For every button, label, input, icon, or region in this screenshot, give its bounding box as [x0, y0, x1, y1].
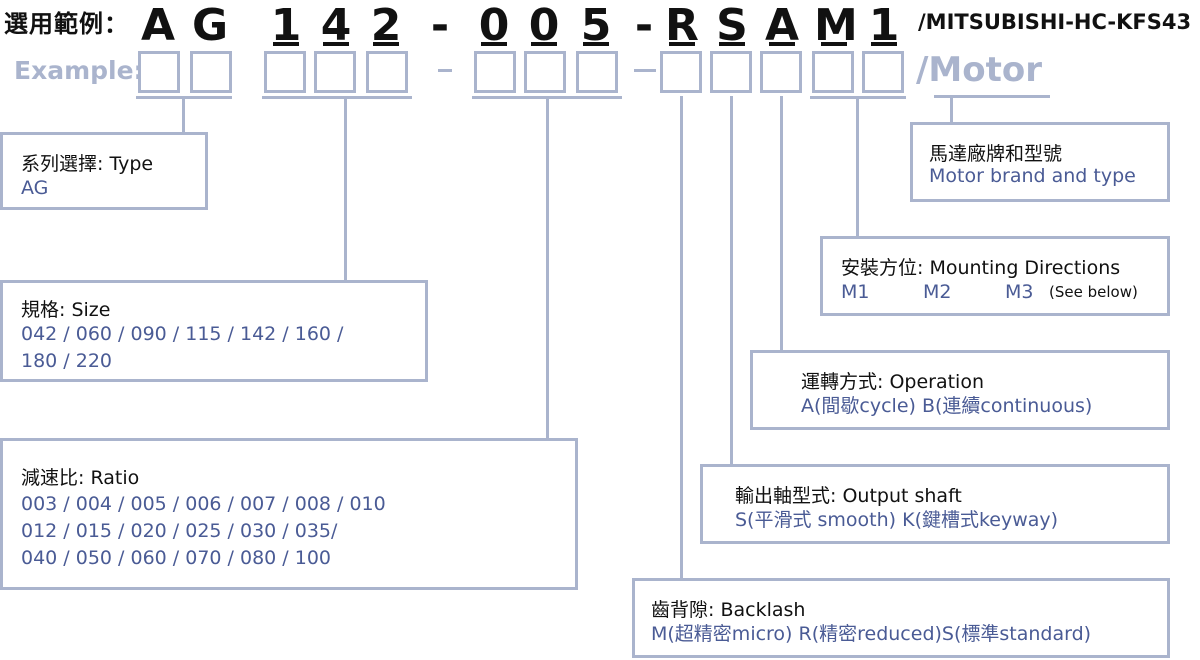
box-size-title: 規格: Size — [21, 299, 111, 321]
code-char-mounting-2: 1 — [868, 0, 900, 51]
example-box-mounting-1 — [812, 51, 854, 93]
connector-ratio — [546, 96, 549, 440]
box-ratio-title: 減速比: Ratio — [21, 467, 140, 489]
code-dash-2: - — [634, 0, 654, 51]
code-char-operation: A — [764, 0, 800, 51]
connector-operation — [780, 96, 783, 352]
box-mounting: 安裝方位: Mounting Directions M1 M2 M3 (See … — [820, 236, 1170, 316]
example-box-backlash — [660, 51, 702, 93]
code-char-size-3: 2 — [370, 0, 402, 51]
box-mounting-note: (See below) — [1049, 283, 1138, 301]
code-char-series-2: G — [191, 0, 229, 51]
connector-motor — [950, 96, 953, 124]
motor-model-suffix: /MITSUBISHI-HC-KFS43 — [918, 10, 1192, 34]
connector-mounting — [856, 96, 859, 238]
box-mounting-m2: M2 — [923, 281, 952, 303]
example-box-size-1 — [264, 51, 306, 93]
box-operation-title: 運轉方式: Operation — [801, 371, 984, 393]
example-box-ratio-2 — [524, 51, 566, 93]
example-box-operation — [760, 51, 802, 93]
code-char-backlash: R — [665, 0, 699, 51]
box-backlash-value: M(超精密micro) R(精密reduced)S(標準standard) — [651, 623, 1092, 645]
box-ratio-value-1: 003 / 004 / 005 / 006 / 007 / 008 / 010 — [21, 493, 386, 515]
connector-backlash — [680, 96, 683, 580]
connector-series — [182, 96, 185, 134]
example-label: Example: — [14, 56, 144, 85]
bracket-size — [262, 96, 412, 99]
example-box-ratio-3 — [576, 51, 618, 93]
box-operation-value: A(間歇cycle) B(連續continuous) — [801, 395, 1093, 417]
box-motor-title: 馬達廠牌和型號 — [929, 143, 1063, 165]
box-ratio: 減速比: Ratio 003 / 004 / 005 / 006 / 007 /… — [0, 438, 578, 590]
box-backlash: 齒背隙: Backlash M(超精密micro) R(精密reduced)S(… — [632, 578, 1170, 658]
example-motor-label: /Motor — [916, 50, 1042, 90]
box-type-value: AG — [21, 177, 49, 199]
example-box-shaft — [710, 51, 752, 93]
motor-underline — [934, 95, 1050, 98]
box-motor-value: Motor brand and type — [929, 165, 1136, 187]
code-dash-1: - — [430, 0, 450, 51]
code-char-series-1: A — [140, 0, 176, 51]
box-mounting-m3: M3 — [1005, 281, 1034, 303]
box-size: 規格: Size 042 / 060 / 090 / 115 / 142 / 1… — [0, 280, 428, 382]
connector-size — [344, 96, 347, 282]
example-box-size-3 — [366, 51, 408, 93]
example-box-mounting-2 — [862, 51, 904, 93]
example-dash-2 — [634, 69, 656, 72]
box-type: 系列選擇: Type AG — [0, 132, 208, 210]
box-operation: 運轉方式: Operation A(間歇cycle) B(連續continuou… — [750, 350, 1170, 430]
box-size-value-2: 180 / 220 — [21, 350, 113, 372]
example-box-ratio-1 — [474, 51, 516, 93]
code-char-ratio-1: 0 — [478, 0, 510, 51]
example-box-series-2 — [190, 51, 232, 93]
code-char-ratio-2: 0 — [528, 0, 560, 51]
code-char-shaft: S — [716, 0, 748, 51]
example-box-series-1 — [138, 51, 180, 93]
box-mounting-title: 安裝方位: Mounting Directions — [841, 257, 1121, 279]
example-dash-1 — [438, 69, 452, 72]
code-char-size-1: 1 — [270, 0, 302, 51]
code-char-ratio-3: 5 — [580, 0, 612, 51]
example-box-size-2 — [314, 51, 356, 93]
box-type-title: 系列選擇: Type — [21, 153, 154, 175]
box-ratio-value-2: 012 / 015 / 020 / 025 / 030 / 035/ — [21, 520, 338, 542]
box-shaft-title: 輸出軸型式: Output shaft — [735, 485, 962, 507]
box-ratio-value-3: 040 / 050 / 060 / 070 / 080 / 100 — [21, 547, 331, 569]
code-char-size-2: 4 — [320, 0, 352, 51]
connector-shaft — [730, 96, 733, 466]
box-shaft-value: S(平滑式 smooth) K(鍵槽式keyway) — [735, 509, 1059, 531]
code-char-mounting-1: M — [814, 0, 858, 51]
box-mounting-m1: M1 — [841, 281, 870, 303]
box-motor: 馬達廠牌和型號 Motor brand and type — [910, 122, 1170, 202]
example-title-label: 選用範例： — [4, 10, 129, 38]
box-shaft: 輸出軸型式: Output shaft S(平滑式 smooth) K(鍵槽式k… — [700, 464, 1170, 544]
box-size-value-1: 042 / 060 / 090 / 115 / 142 / 160 / — [21, 323, 344, 345]
box-backlash-title: 齒背隙: Backlash — [651, 599, 806, 621]
